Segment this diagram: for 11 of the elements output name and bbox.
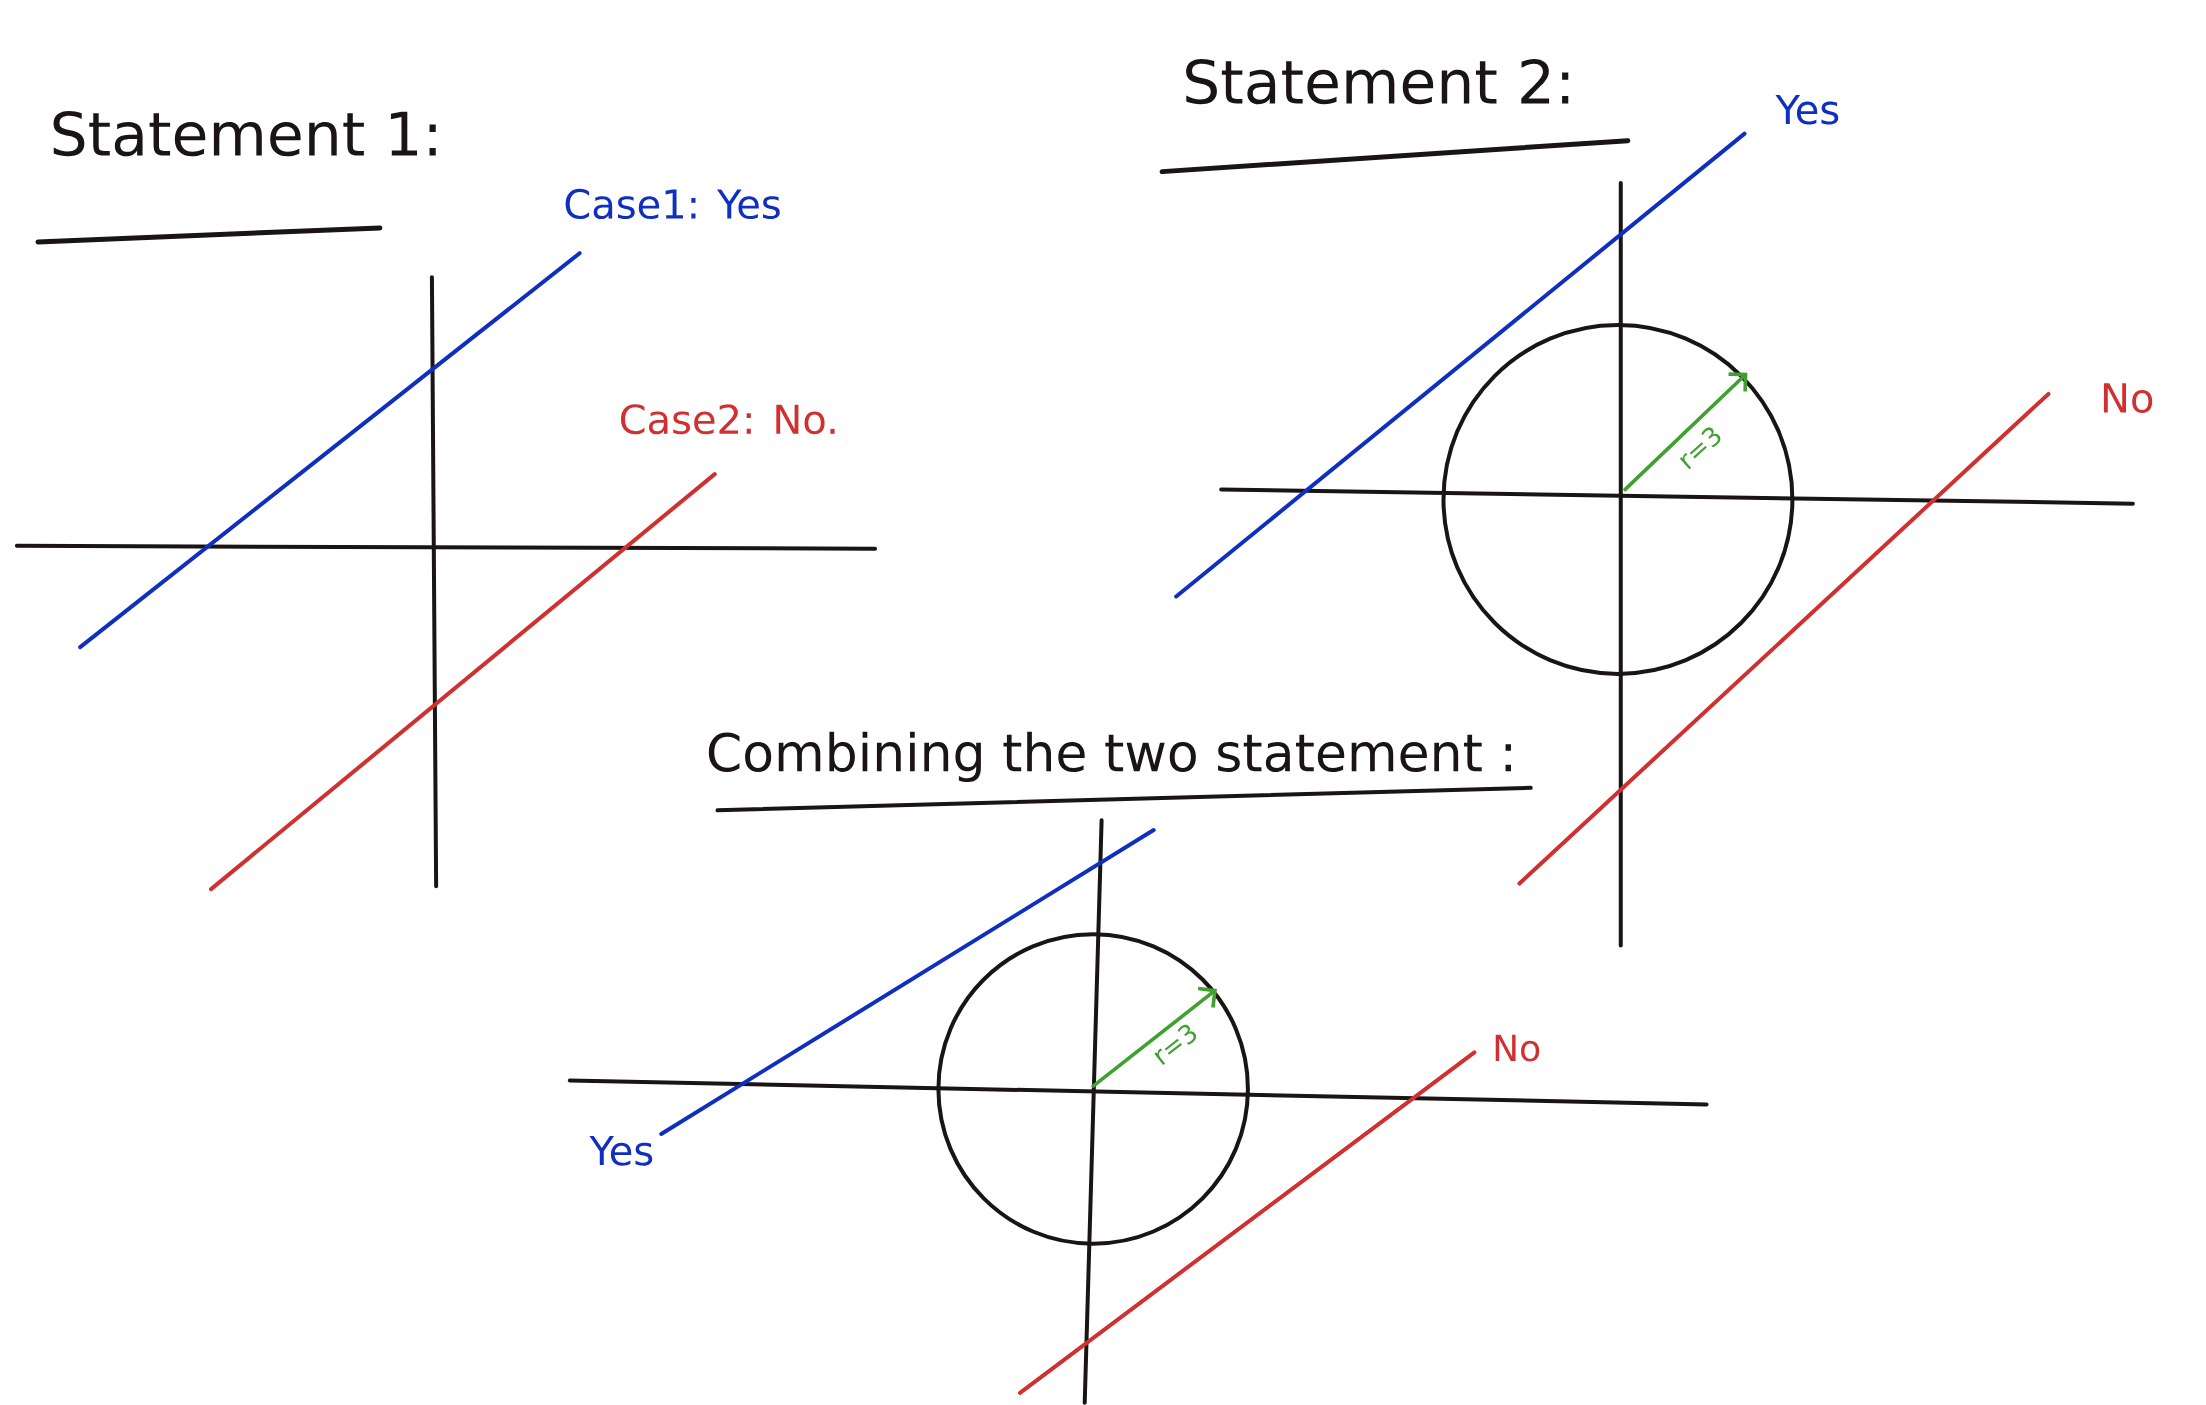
heading-text: Statement 2: <box>1186 58 1569 105</box>
line-label: No <box>2103 383 2153 413</box>
line-label: Yes <box>589 1135 653 1166</box>
line-label: Yes <box>1775 94 1839 125</box>
line-label: Case2: No. <box>620 403 835 435</box>
heading-text: Combining the two statement : <box>708 731 1511 782</box>
line-label: No <box>1495 1034 1540 1062</box>
line-label: Case1: Yes <box>565 188 780 219</box>
radius-label: r=3 <box>1154 1024 1197 1065</box>
radius-label: r=3 <box>1679 427 1721 469</box>
heading-text: Statement 1: <box>53 110 436 157</box>
